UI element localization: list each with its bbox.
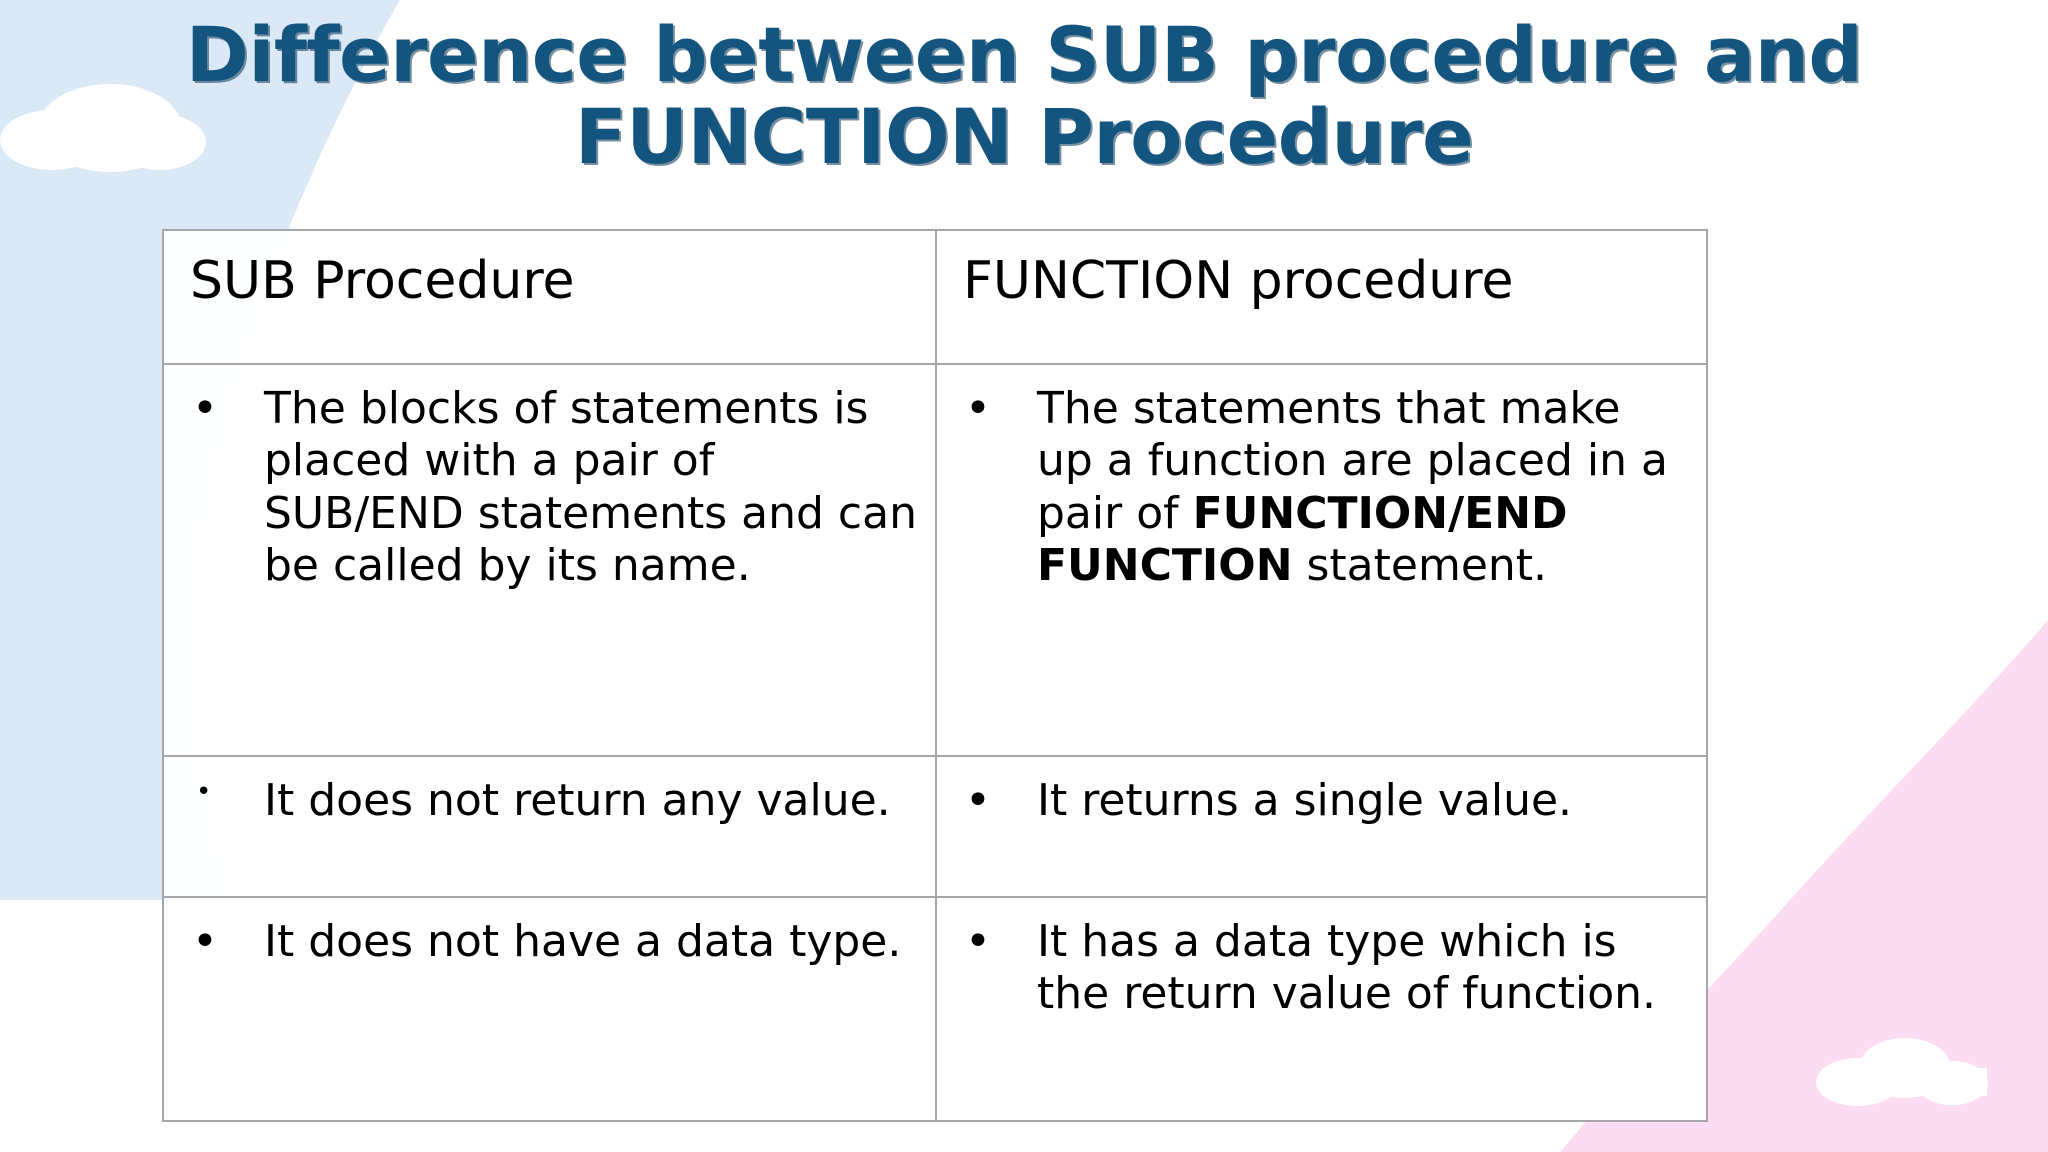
bullet-list: It does not return any value. [164,757,935,843]
table-header-cell-function: FUNCTION procedure [935,229,1708,365]
title-line-2: FUNCTION Procedure [574,92,1474,182]
table-row: It does not return any value. It returns… [162,754,1708,898]
bullet-list: The blocks of statements is placed with … [164,365,935,608]
bullet-list: It does not have a data type. [164,898,935,984]
cell-function-2: It returns a single value. [935,754,1708,898]
cell-sub-1: The blocks of statements is placed with … [162,363,937,757]
table-header-cell-sub: SUB Procedure [162,229,937,365]
cell-sub-3: It does not have a data type. [162,895,937,1122]
cell-function-1: The statements that make up a function a… [935,363,1708,757]
page-title: Difference between SUB procedure and FUN… [0,10,2048,182]
comparison-table: SUB Procedure FUNCTION procedure The blo… [162,229,1708,1122]
bullet-list: The statements that make up a function a… [937,365,1706,608]
cell-sub-2: It does not return any value. [162,754,937,898]
table-header-row: SUB Procedure FUNCTION procedure [162,229,1708,365]
title-line-1: Difference between SUB procedure and [185,10,1863,99]
table-header-label-sub: SUB Procedure [190,251,575,311]
table-header-label-function: FUNCTION procedure [963,251,1514,311]
list-item: The blocks of statements is placed with … [164,365,935,608]
list-item: It does not have a data type. [164,898,935,984]
cell-function-3: It has a data type which is the return v… [935,895,1708,1122]
table-row: The blocks of statements is placed with … [162,363,1708,757]
list-item: The statements that make up a function a… [937,365,1706,608]
list-item: It returns a single value. [937,757,1706,843]
bullet-list: It returns a single value. [937,757,1706,843]
bullet-list: It has a data type which is the return v… [937,898,1706,1037]
list-item: It has a data type which is the return v… [937,898,1706,1037]
cloud-right-icon [1816,1038,1988,1106]
list-item: It does not return any value. [164,757,935,843]
table-row: It does not have a data type. It has a d… [162,895,1708,1122]
